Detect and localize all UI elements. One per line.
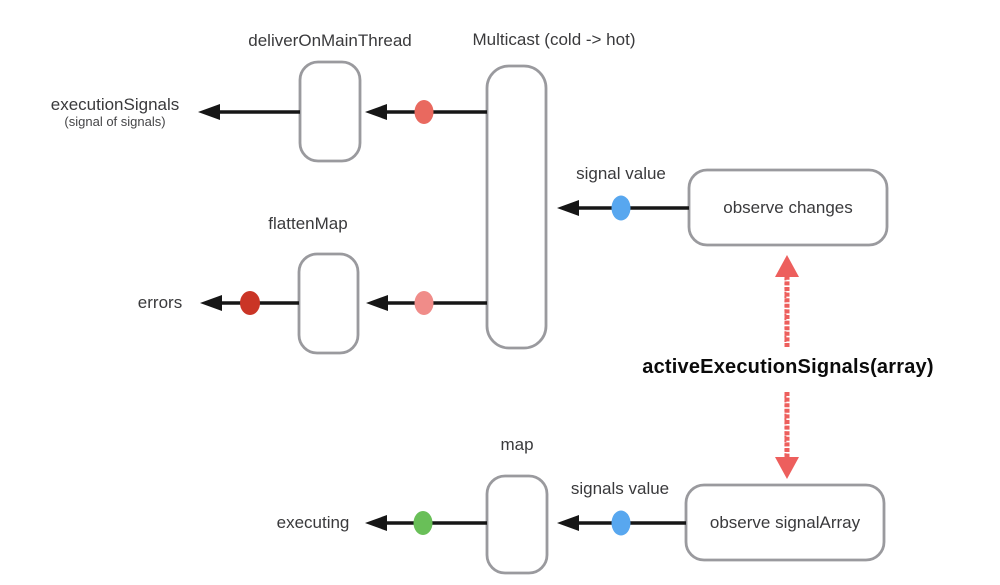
green-executing-dot xyxy=(413,511,433,535)
label-signal-value: signal value xyxy=(576,164,666,183)
map-box xyxy=(485,474,549,575)
label-executing: executing xyxy=(276,513,350,532)
errors-arrow-head xyxy=(200,295,222,311)
multicast-to-flatten-map-arrow-head xyxy=(366,295,388,311)
rough-arrow-down-head xyxy=(775,457,799,479)
execution-signals-arrow-head xyxy=(198,104,220,120)
label-execution-signals: executionSignals xyxy=(50,95,180,114)
executing-arrow-head xyxy=(365,515,387,531)
label-map: map xyxy=(500,435,534,454)
observe-signal-array-to-map-arrow-head xyxy=(557,515,579,531)
observe-changes-to-multicast-arrow-head xyxy=(557,200,579,216)
label-deliver-on-main-thread: deliverOnMainThread xyxy=(248,31,412,50)
multicast-box xyxy=(485,64,548,350)
event-dots xyxy=(240,100,631,536)
blue-signals-value-dot xyxy=(611,510,631,536)
label-execution-signals-sub: (signal of signals) xyxy=(64,114,166,129)
label-flatten-map: flattenMap xyxy=(268,214,348,233)
blue-signal-value-dot xyxy=(611,195,631,221)
flatten-map-box xyxy=(297,252,360,355)
deliver-on-main-thread-box xyxy=(298,60,362,163)
label-errors: errors xyxy=(137,293,183,312)
rough-arrow-up-head xyxy=(775,255,799,277)
light-red-event-dot xyxy=(414,291,434,315)
multicast-to-deliver-arrow-head xyxy=(365,104,387,120)
label-active-execution-signals: activeExecutionSignals(array) xyxy=(642,356,934,378)
red-event-dot-top xyxy=(414,100,434,124)
label-multicast: Multicast (cold -> hot) xyxy=(472,30,636,49)
label-signals-value: signals value xyxy=(570,479,670,498)
dark-red-error-dot xyxy=(240,291,260,315)
rough-red-arrows xyxy=(775,255,799,479)
label-observe-changes: observe changes xyxy=(723,198,853,217)
label-observe-signal-array: observe signalArray xyxy=(709,513,861,532)
